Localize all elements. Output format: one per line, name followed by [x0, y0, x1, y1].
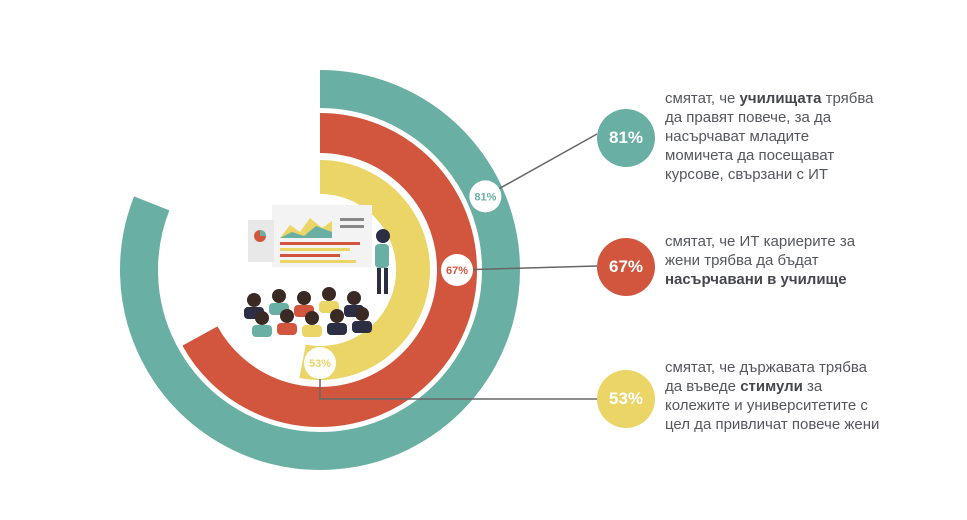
- presenter-leg-icon: [377, 268, 381, 294]
- ring-arc-1: [120, 70, 520, 470]
- ring-label-bubble-2: [441, 254, 473, 286]
- presenter-leg-icon: [384, 268, 388, 294]
- ring-label-3: 53%: [309, 358, 331, 370]
- area-chart-icon-2: [280, 226, 332, 238]
- ring-arc-2: [182, 113, 477, 427]
- audience-head-icon: [322, 287, 336, 301]
- stat-text-3: смятат, че държавата трябва да въведе ст…: [665, 359, 880, 433]
- audience-head-icon: [272, 289, 286, 303]
- ring-label-2: 67%: [446, 265, 468, 277]
- ring-label-bubble-3: [304, 347, 336, 379]
- ring-label-1: 81%: [474, 191, 496, 203]
- bar-line-icon: [280, 248, 350, 251]
- audience-group: [244, 287, 372, 337]
- stat-badge-1: 81%: [597, 109, 655, 167]
- ring-labels: 81% 67% 53%: [304, 180, 502, 379]
- audience-head-icon: [247, 293, 261, 307]
- audience-body-icon: [302, 325, 322, 337]
- presentation-audience-illustration: [244, 205, 390, 337]
- bar-line-icon: [280, 260, 356, 263]
- stat-text-1: смятат, че училищата трябва да правят по…: [665, 90, 874, 183]
- bar-line-icon: [280, 254, 340, 257]
- audience-head-icon: [280, 309, 294, 323]
- stat-badge-3: 53%: [597, 370, 655, 428]
- bar-line-icon: [280, 242, 360, 245]
- audience-head-icon: [255, 311, 269, 325]
- ring-arc-3: [299, 160, 430, 380]
- audience-body-icon: [252, 325, 272, 337]
- ring-label-bubble-1: [469, 180, 502, 213]
- audience-head-icon: [330, 309, 344, 323]
- legend-line-icon: [340, 218, 364, 221]
- mini-pie-slice-icon: [260, 230, 266, 236]
- presenter-body-icon: [375, 244, 389, 268]
- audience-head-icon: [347, 291, 361, 305]
- audience-body-icon: [327, 323, 347, 335]
- stat-badge-2: 67%: [597, 238, 655, 296]
- connector-line-2: [456, 265, 598, 271]
- audience-body-icon: [277, 323, 297, 335]
- audience-head-icon: [297, 291, 311, 305]
- legend-line-icon: [340, 225, 364, 228]
- connector-line-1: [484, 133, 598, 198]
- stat-text-2: смятат, че ИТ кариерите за жени трябва д…: [665, 233, 856, 288]
- audience-head-icon: [305, 311, 319, 325]
- audience-body-icon: [352, 321, 372, 333]
- presenter-head-icon: [376, 229, 390, 243]
- audience-head-icon: [355, 307, 369, 321]
